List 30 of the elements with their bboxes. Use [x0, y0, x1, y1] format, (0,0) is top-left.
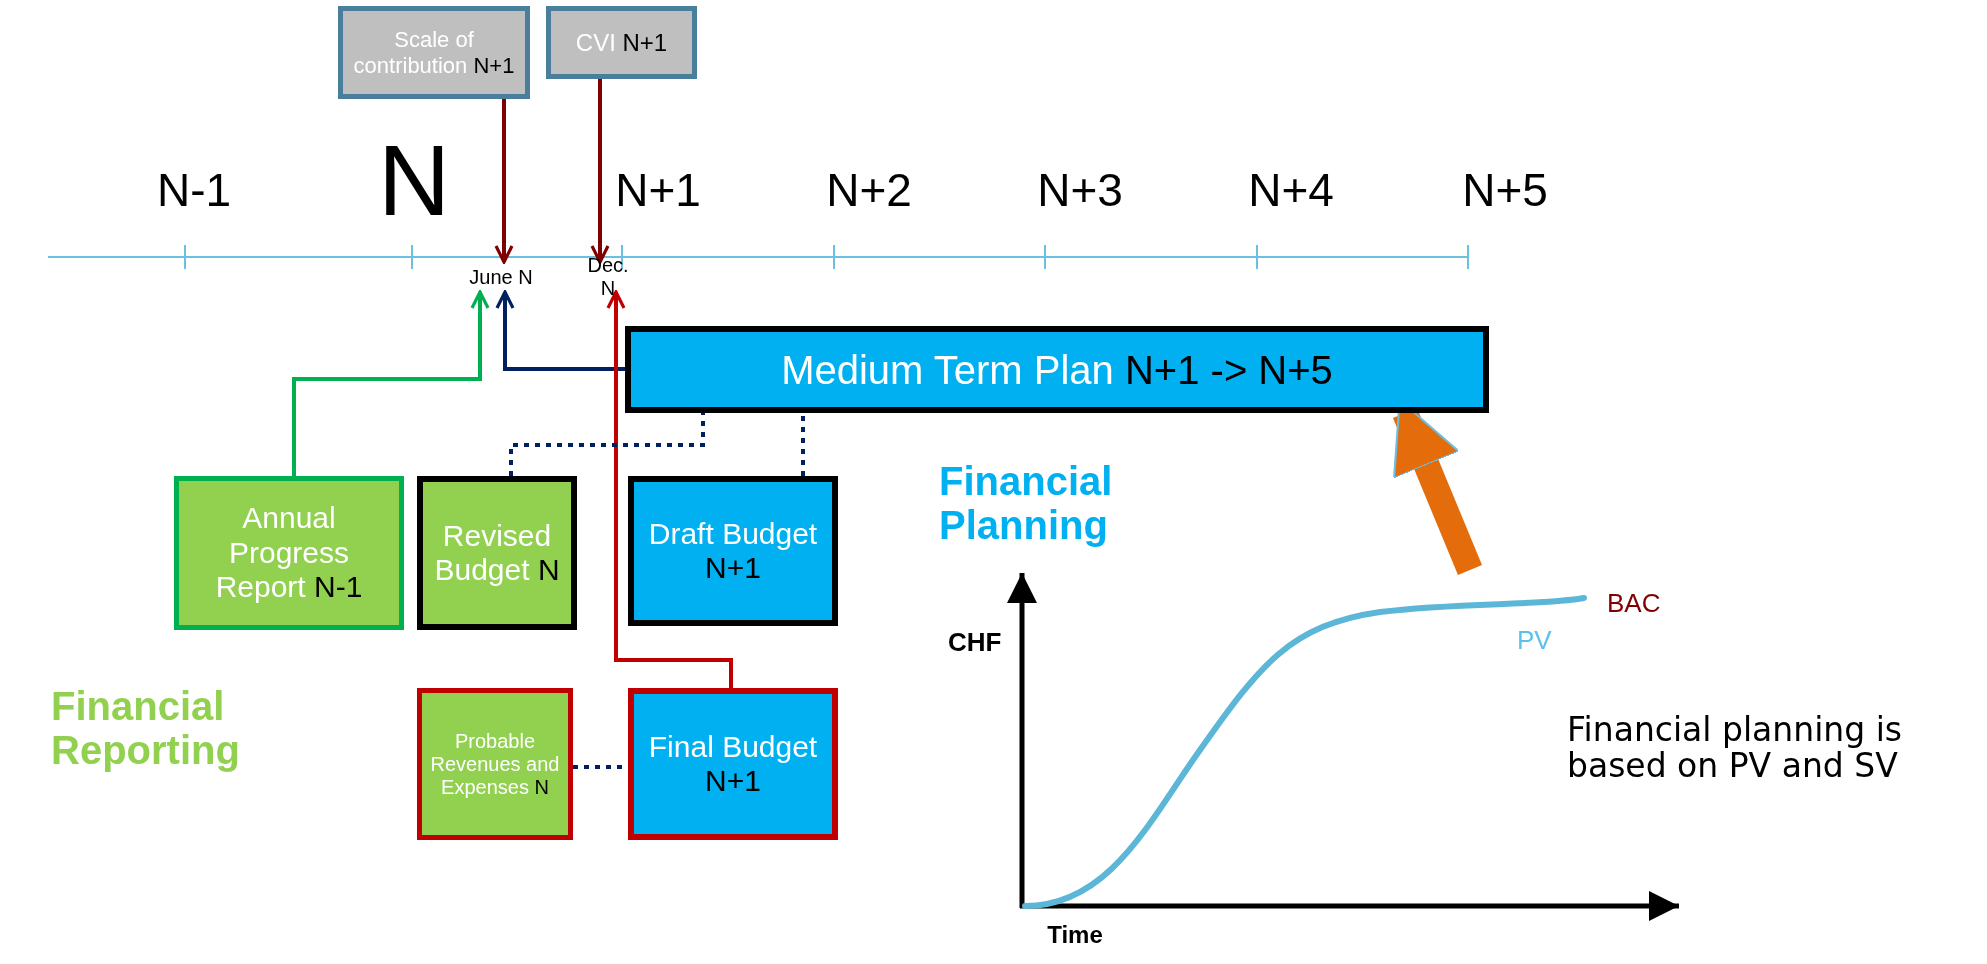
year-label: N+1: [615, 164, 701, 216]
year-label: N+5: [1462, 164, 1548, 216]
year-label: N+3: [1037, 164, 1123, 216]
year-label: N+2: [826, 164, 912, 216]
arrow: [606, 290, 733, 688]
section-heading: Financial Reporting: [51, 684, 241, 772]
input-box: Scale of contribution N+1: [338, 6, 530, 99]
date-label: June N: [461, 262, 541, 292]
axis-title: Time: [1047, 921, 1103, 949]
year-label: N+4: [1248, 164, 1334, 216]
axis-title: CHF: [948, 628, 1002, 657]
dotted-connector: [509, 413, 705, 476]
arrow: [494, 99, 514, 264]
budget-box: Revised Budget N: [417, 476, 577, 630]
budget-box: Draft Budget N+1: [628, 476, 838, 626]
note-text: Financial planning is based on PV and SV: [1567, 712, 1904, 785]
arrow: [292, 290, 490, 476]
arrow: [590, 79, 610, 264]
year-label: N-1: [156, 164, 232, 216]
curve-label: BAC: [1607, 589, 1661, 618]
dotted-connector: [801, 413, 805, 476]
year-label: N: [377, 125, 451, 235]
forecast-box: Probable Revenues and Expenses N: [417, 688, 573, 840]
curve-label: PV: [1517, 626, 1552, 655]
report-box: Annual Progress Report N-1: [174, 476, 404, 630]
budget-box: Final Budget N+1: [628, 688, 838, 840]
plan-box: Medium Term Plan N+1 -> N+5: [625, 326, 1489, 413]
input-box: CVI N+1: [546, 6, 697, 79]
arrow: [495, 290, 625, 371]
section-heading: Financial Planning: [939, 459, 1114, 547]
